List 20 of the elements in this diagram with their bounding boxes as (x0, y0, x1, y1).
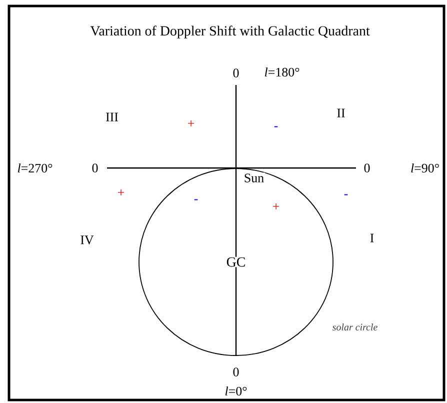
quadrant-label: IV (80, 236, 94, 244)
minus-sign: - (274, 126, 278, 128)
quadrant-label: III (106, 112, 118, 122)
sun-label: Sun (242, 172, 266, 184)
minus-sign: - (194, 199, 198, 200)
axis-label: 0 (364, 164, 370, 172)
axis-label: l=270° (18, 163, 52, 173)
axis-label: l=90° (411, 163, 439, 173)
axis-label: l=180° (264, 67, 300, 77)
axis-label: 0 (233, 68, 239, 78)
node-label: solar circle (332, 323, 378, 331)
plus-sign: + (188, 120, 194, 126)
axis-label: 0 (233, 368, 239, 376)
quadrant-label: II (337, 108, 345, 118)
axis-label: l=0° (225, 386, 247, 396)
title: Variation of Doppler Shift with Galactic Quadrant (90, 26, 370, 38)
plus-sign: + (118, 189, 124, 196)
quadrant-label: I (370, 234, 374, 242)
axis-label: 0 (92, 164, 98, 172)
plus-sign: + (273, 203, 280, 210)
